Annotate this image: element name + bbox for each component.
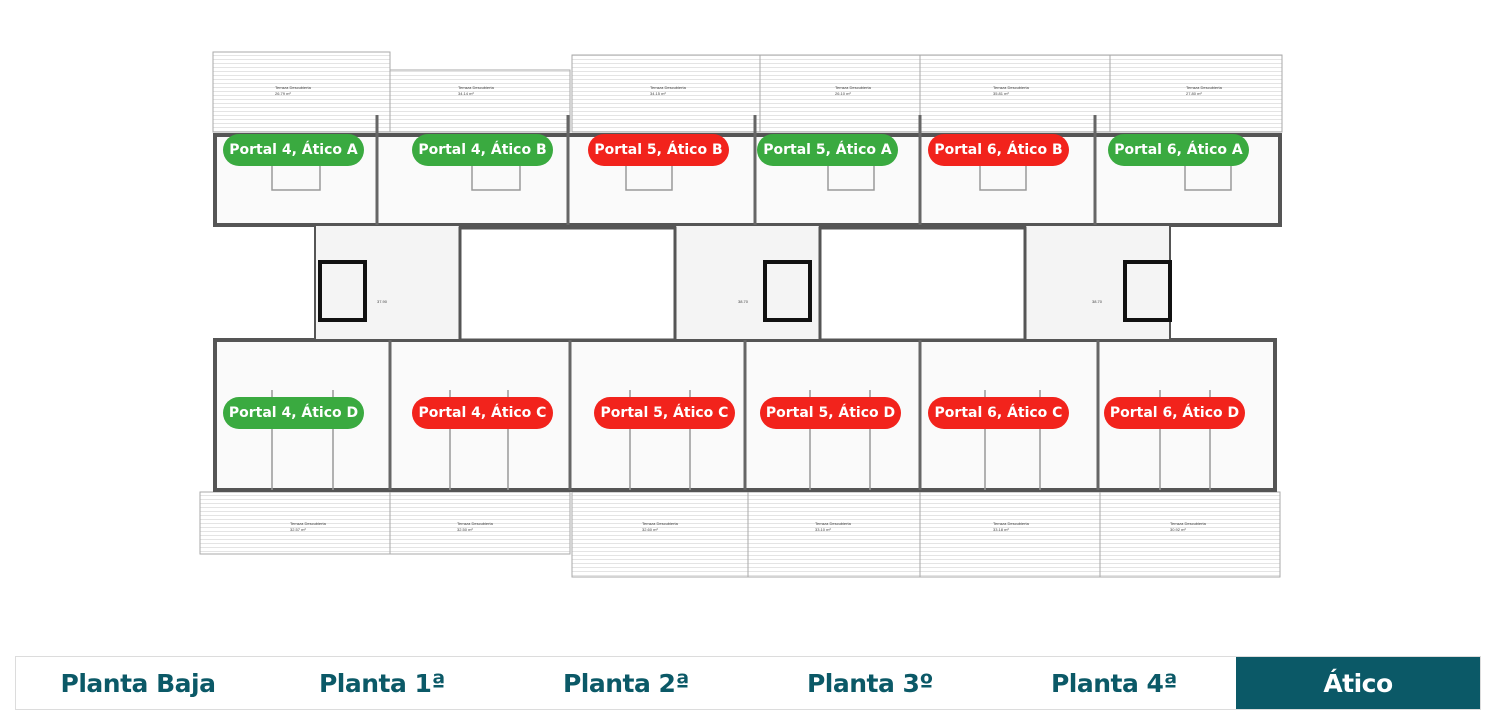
floor-plan: Terraza Descubierta 26.79 m² Terraza Des… xyxy=(199,51,1283,578)
building-walls xyxy=(213,133,1282,492)
unit-pill-portal4-atico-b[interactable]: Portal 4, Ático B xyxy=(412,134,553,166)
unit-pill-portal4-atico-a[interactable]: Portal 4, Ático A xyxy=(223,134,364,166)
top-terraces xyxy=(212,51,1283,133)
terrace-label: Terraza Descubierta xyxy=(290,521,327,526)
core-label: 38.70 xyxy=(1092,299,1103,304)
unit-pill-portal5-atico-d[interactable]: Portal 5, Ático D xyxy=(760,397,901,429)
terrace-area: 32.50 m² xyxy=(457,527,473,532)
tab-planta-1[interactable]: Planta 1ª xyxy=(318,668,446,698)
terrace-area: 30.92 m² xyxy=(1170,527,1186,532)
core-label: 37.90 xyxy=(377,299,388,304)
terrace-label: Terraza Descubierta xyxy=(815,521,852,526)
terrace-area: 26.79 m² xyxy=(275,91,291,96)
unit-pill-portal5-atico-c[interactable]: Portal 5, Ático C xyxy=(594,397,735,429)
terrace-label: Terraza Descubierta xyxy=(650,85,687,90)
unit-pill-portal4-atico-d[interactable]: Portal 4, Ático D xyxy=(223,397,364,429)
terrace-area: 34.15 m² xyxy=(650,91,666,96)
terrace-label: Terraza Descubierta xyxy=(1186,85,1223,90)
terrace-label: Terraza Descubierta xyxy=(458,85,495,90)
terrace-area: 33.18 m² xyxy=(993,527,1009,532)
tab-planta-baja[interactable]: Planta Baja xyxy=(60,668,216,698)
unit-pill-portal5-atico-a[interactable]: Portal 5, Ático A xyxy=(757,134,898,166)
core-label: 38.70 xyxy=(738,299,749,304)
elevator-cores xyxy=(318,260,1172,322)
unit-dividers xyxy=(375,115,1100,490)
unit-pill-portal5-atico-b[interactable]: Portal 5, Ático B xyxy=(588,134,729,166)
terrace-area: 34.14 m² xyxy=(458,91,474,96)
tab-planta-3[interactable]: Planta 3º xyxy=(806,668,934,698)
terrace-label: Terraza Descubierta xyxy=(993,85,1030,90)
courtyards xyxy=(458,226,1027,342)
terrace-area: 27.80 m² xyxy=(1186,91,1202,96)
tab-planta-4[interactable]: Planta 4ª xyxy=(1050,668,1178,698)
terrace-area: 35.81 m² xyxy=(993,91,1009,96)
unit-pill-portal6-atico-b[interactable]: Portal 6, Ático B xyxy=(928,134,1069,166)
tab-atico[interactable]: Ático xyxy=(1236,657,1480,709)
unit-pill-portal4-atico-c[interactable]: Portal 4, Ático C xyxy=(412,397,553,429)
terrace-area: 32.57 m² xyxy=(290,527,306,532)
tab-planta-2[interactable]: Planta 2ª xyxy=(562,668,690,698)
terrace-area: 26.10 m² xyxy=(835,91,851,96)
terrace-area: 33.10 m² xyxy=(815,527,831,532)
terrace-label: Terraza Descubierta xyxy=(835,85,872,90)
unit-pill-portal6-atico-a[interactable]: Portal 6, Ático A xyxy=(1108,134,1249,166)
terrace-area: 32.60 m² xyxy=(642,527,658,532)
terrace-label: Terraza Descubierta xyxy=(993,521,1030,526)
floor-tabs: Planta Baja Planta 1ª Planta 2ª Planta 3… xyxy=(15,656,1481,710)
terrace-label: Terraza Descubierta xyxy=(642,521,679,526)
unit-pill-portal6-atico-c[interactable]: Portal 6, Ático C xyxy=(928,397,1069,429)
unit-pill-portal6-atico-d[interactable]: Portal 6, Ático D xyxy=(1104,397,1245,429)
bottom-terraces xyxy=(199,491,1281,578)
terrace-label: Terraza Descubierta xyxy=(275,85,312,90)
terrace-label: Terraza Descubierta xyxy=(1170,521,1207,526)
terrace-labels: Terraza Descubierta 26.79 m² Terraza Des… xyxy=(275,85,1223,532)
terrace-label: Terraza Descubierta xyxy=(457,521,494,526)
